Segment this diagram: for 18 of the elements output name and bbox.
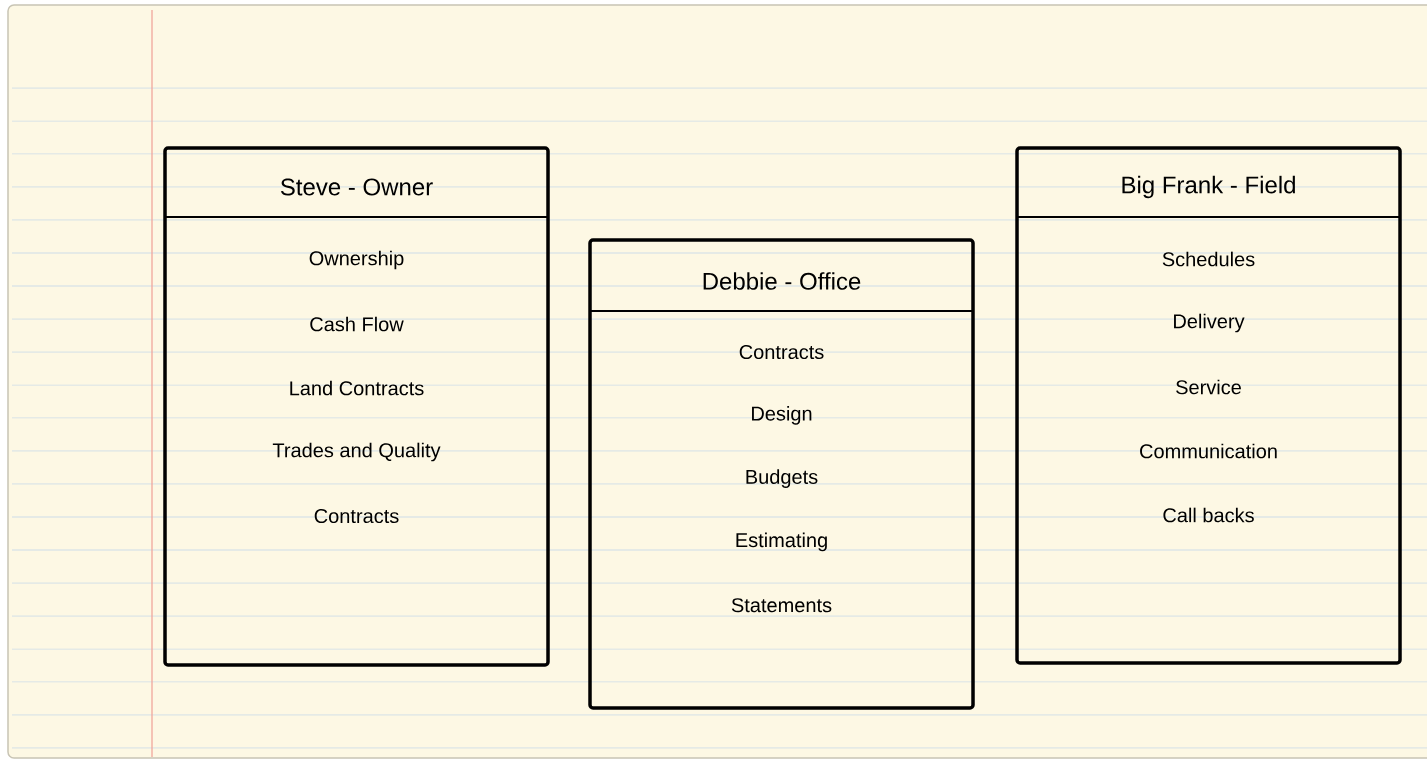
duty-item: Communication	[1140, 443, 1277, 459]
duty-item: Delivery	[1174, 313, 1245, 333]
duty-item: Contracts	[314, 508, 399, 524]
duty-item: Trades and Quality	[272, 442, 441, 462]
duty-item: Call backs	[1163, 507, 1254, 523]
duty-item: Statements	[731, 598, 832, 613]
duty-item: Ownership	[309, 250, 404, 270]
duty-item: Budgets	[746, 469, 818, 488]
duty-item: Service	[1176, 379, 1241, 395]
duty-item: Cash Flow	[310, 316, 404, 332]
duty-item: Estimating	[736, 532, 827, 552]
duty-item: Design	[752, 406, 812, 425]
duty-item: Contracts	[739, 344, 824, 360]
card-heading: Big Frank - Field	[1122, 175, 1295, 199]
card-heading: Debbie - Office	[703, 272, 861, 290]
card-heading: Steve - Owner	[280, 178, 433, 196]
duty-item: Land Contracts	[290, 380, 424, 396]
duty-item: Schedules	[1162, 251, 1255, 267]
